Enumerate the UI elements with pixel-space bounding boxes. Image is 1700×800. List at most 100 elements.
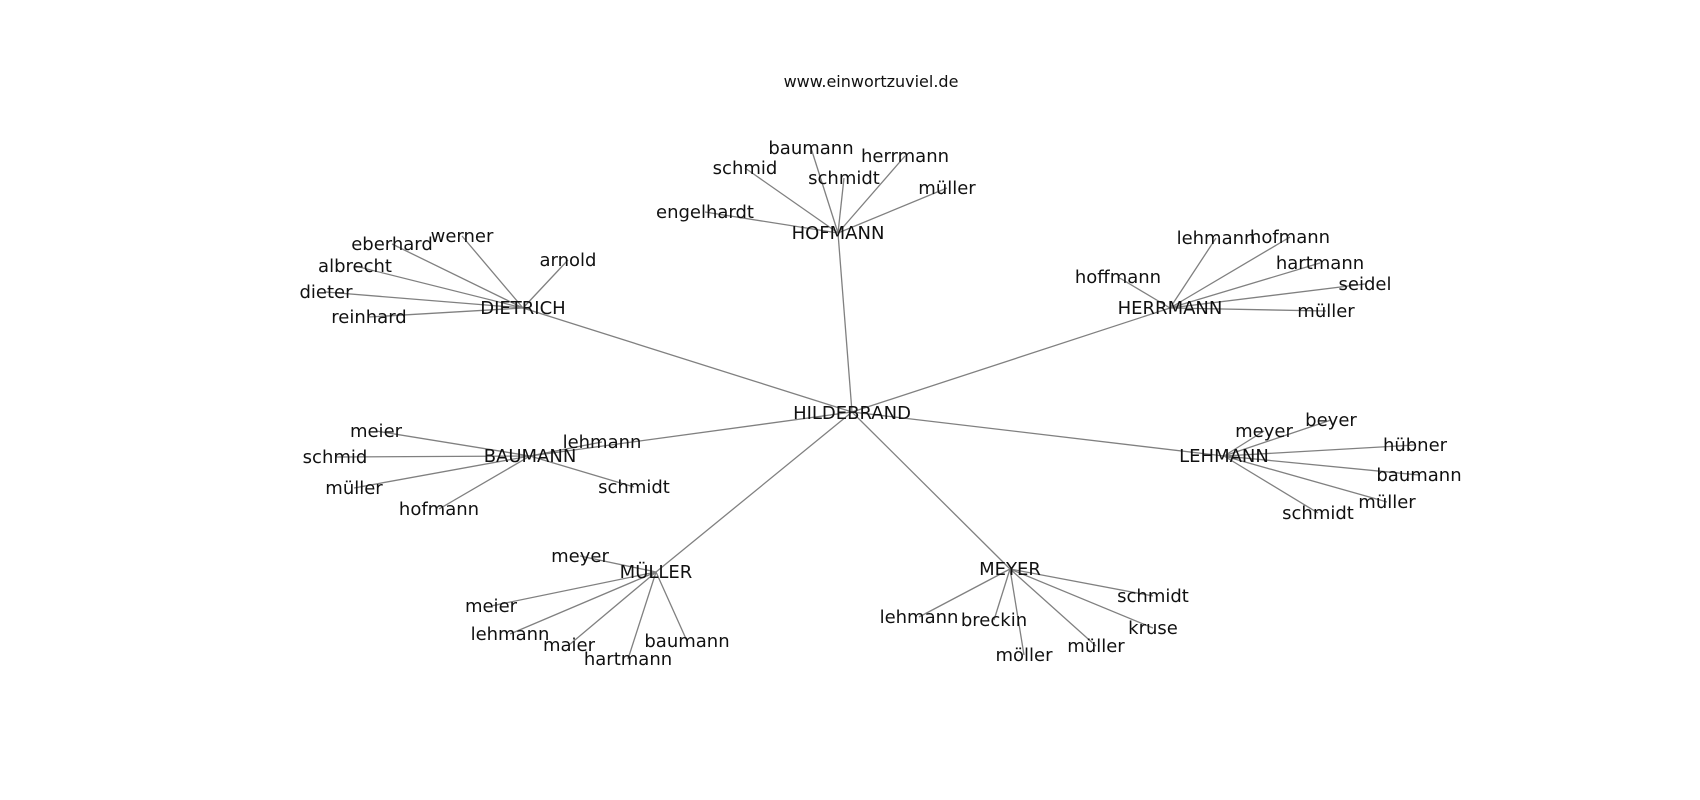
edge-dietrich-leaf xyxy=(461,235,524,309)
edge-lehmann-leaf xyxy=(1223,419,1332,457)
site-title: www.einwortzuviel.de xyxy=(784,72,959,91)
leaf-node-label: hofmann xyxy=(399,499,479,520)
leaf-node-label: engelhardt xyxy=(656,202,754,223)
hub-node-label: MEYER xyxy=(979,559,1041,580)
leaf-node-label: kruse xyxy=(1128,618,1178,639)
edge-müller-leaf xyxy=(627,571,657,660)
edge-meyer-leaf xyxy=(1009,568,1154,597)
leaf-node-label: meyer xyxy=(551,546,609,567)
leaf-node-label: müller xyxy=(918,178,976,199)
leaf-node-label: schmidt xyxy=(598,477,670,498)
leaf-node-label: baumann xyxy=(768,138,853,159)
leaf-node-label: breckin xyxy=(961,610,1027,631)
leaf-node-label: seidel xyxy=(1339,274,1392,295)
leaf-node-label: albrecht xyxy=(318,256,392,277)
edge-dietrich-leaf xyxy=(368,307,524,318)
leaf-node-label: hartmann xyxy=(584,649,672,670)
leaf-node-label: hoffmann xyxy=(1075,267,1161,288)
edge-dietrich-leaf xyxy=(522,259,569,309)
edge-root-to-müller xyxy=(655,411,853,573)
edge-herrmann-leaf xyxy=(1169,236,1291,309)
edge-root-to-hofmann xyxy=(837,232,853,413)
hub-node-label: BAUMANN xyxy=(484,446,577,467)
leaf-node-label: müller xyxy=(325,478,383,499)
leaf-node-label: müller xyxy=(1067,636,1125,657)
leaf-node-label: meier xyxy=(350,421,403,442)
edge-dietrich-leaf xyxy=(325,291,524,309)
hub-node-label: HOFMANN xyxy=(792,223,885,244)
leaf-node-label: hübner xyxy=(1383,435,1448,456)
leaf-node-label: schmid xyxy=(713,158,778,179)
leaf-node-label: schmidt xyxy=(1117,586,1189,607)
leaf-node-label: beyer xyxy=(1305,410,1357,431)
leaf-node-label: lehmann xyxy=(471,624,550,645)
edge-lehmann-leaf xyxy=(1223,455,1388,503)
edge-meyer-leaf xyxy=(1009,568,1154,629)
edge-müller-leaf xyxy=(579,555,657,573)
edge-baumann-leaf xyxy=(353,455,531,489)
edge-lehmann-leaf xyxy=(1223,444,1416,457)
leaf-node-label: dieter xyxy=(299,282,353,303)
edge-baumann-leaf xyxy=(375,430,531,457)
edge-meyer-leaf xyxy=(993,568,1011,621)
leaf-node-label: baumann xyxy=(1376,465,1461,486)
leaf-node-label: herrmann xyxy=(861,146,949,167)
leaf-node-label: müller xyxy=(1358,492,1416,513)
edge-müller-leaf xyxy=(490,571,657,607)
edge-dietrich-leaf xyxy=(354,265,524,309)
edge-müller-leaf xyxy=(509,571,657,635)
leaf-node-label: arnold xyxy=(540,250,597,271)
leaf-node-label: schmid xyxy=(303,447,368,468)
edge-baumann-leaf xyxy=(334,455,531,458)
leaf-node-label: baumann xyxy=(644,631,729,652)
edge-hofmann-leaf xyxy=(837,177,845,234)
hub-node-label: DIETRICH xyxy=(480,298,565,319)
leaf-node-label: reinhard xyxy=(331,307,406,328)
root-node-label: HILDEBRAND xyxy=(793,403,911,424)
edge-müller-leaf xyxy=(568,571,657,646)
edge-meyer-leaf xyxy=(1009,568,1025,656)
edge-herrmann-leaf xyxy=(1169,237,1217,309)
leaf-node-label: schmidt xyxy=(808,168,880,189)
edge-baumann-leaf xyxy=(438,455,531,510)
edge-baumann-leaf xyxy=(529,441,603,457)
edge-baumann-leaf xyxy=(529,455,635,488)
leaf-node-label: lehmann xyxy=(880,607,959,628)
edge-herrmann-leaf xyxy=(1169,307,1327,312)
edge-root-to-meyer xyxy=(851,411,1011,570)
edge-lehmann-leaf xyxy=(1223,430,1265,457)
graph-edges xyxy=(325,147,1420,660)
edge-hofmann-leaf xyxy=(837,187,948,234)
leaf-node-label: hartmann xyxy=(1276,253,1364,274)
leaf-node-label: werner xyxy=(431,226,494,247)
leaf-node-label: eberhard xyxy=(351,234,433,255)
hub-node-label: HERRMANN xyxy=(1118,298,1223,319)
hub-node-label: LEHMANN xyxy=(1179,446,1269,467)
edge-herrmann-leaf xyxy=(1169,262,1321,309)
leaf-node-label: lehmann xyxy=(563,432,642,453)
leaf-node-label: meyer xyxy=(1235,421,1293,442)
edge-hofmann-leaf xyxy=(810,147,839,234)
edge-herrmann-leaf xyxy=(1169,283,1366,309)
edge-root-to-baumann xyxy=(529,411,853,457)
edge-herrmann-leaf xyxy=(1117,276,1171,309)
edge-lehmann-leaf xyxy=(1223,455,1319,514)
edge-root-to-herrmann xyxy=(851,307,1171,413)
edge-müller-leaf xyxy=(655,571,688,642)
hub-node-label: MÜLLER xyxy=(620,561,693,583)
leaf-node-label: lehmann xyxy=(1177,228,1256,249)
edge-dietrich-leaf xyxy=(391,243,524,309)
edge-root-to-dietrich xyxy=(522,307,853,413)
edge-hofmann-leaf xyxy=(744,167,839,234)
leaf-node-label: hofmann xyxy=(1250,227,1330,248)
leaf-node-label: maier xyxy=(543,635,596,656)
leaf-node-label: schmidt xyxy=(1282,503,1354,524)
edge-root-to-lehmann xyxy=(851,411,1225,457)
edge-hofmann-leaf xyxy=(837,155,906,234)
leaf-node-label: möller xyxy=(995,645,1053,666)
edge-meyer-leaf xyxy=(918,568,1011,618)
edge-hofmann-leaf xyxy=(704,211,839,234)
leaf-node-label: müller xyxy=(1297,301,1355,322)
